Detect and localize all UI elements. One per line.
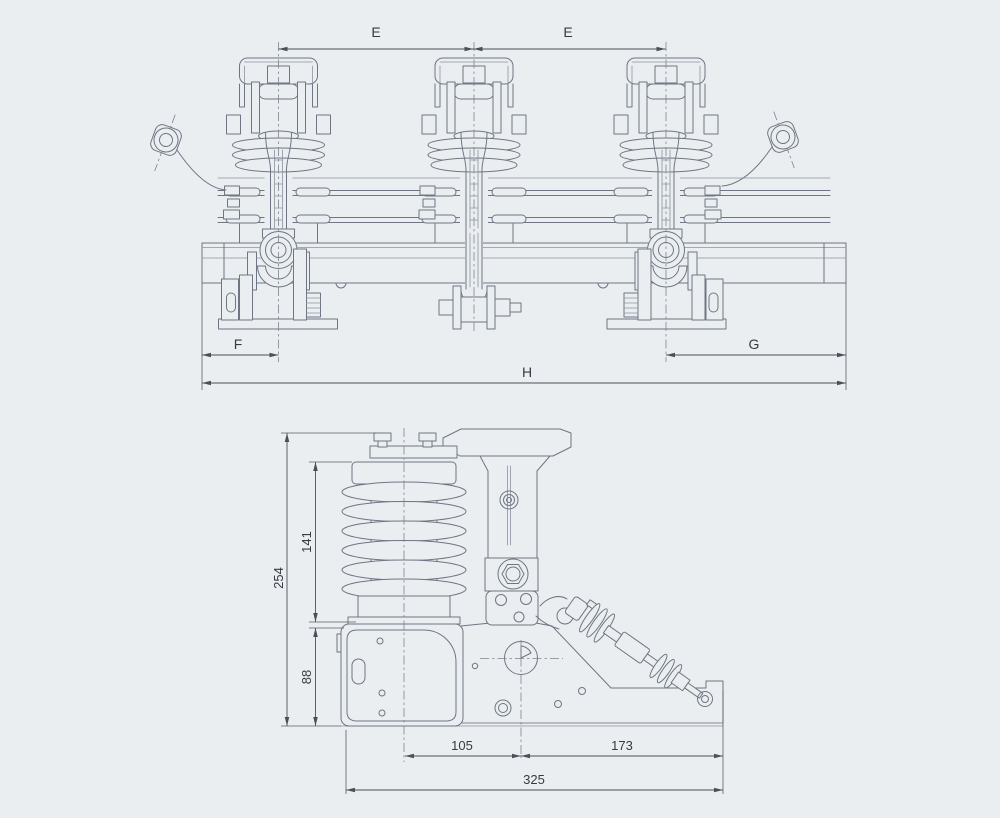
pivot-and-holes [471,640,586,758]
dim-label-254: 254 [271,567,286,589]
drive-disc [578,603,601,633]
mechanism-box [336,623,464,727]
top-beam-and-arm [442,428,572,559]
dim-label-e-right: E [563,24,572,40]
frame-hole [471,662,479,670]
top-plate [369,445,458,459]
channel-end-plates [223,242,825,284]
extension-lines [281,432,724,794]
dim-e-left: E [278,24,474,52]
frame-hole [554,700,562,708]
frame-hole [578,687,586,695]
dim-label-173: 173 [611,738,633,753]
support-drops [239,223,706,249]
right-eyelet [760,106,808,174]
box-slot-hole [351,658,366,685]
box-outline [340,623,464,727]
link-hole [495,594,507,606]
flexible-connectors [141,106,808,191]
arm-bolt [499,490,519,510]
dim-173: 173 [521,738,723,759]
clevis-bolt [494,298,511,317]
drive-end-rod [684,682,704,699]
channel-drain-notches [335,282,609,289]
drive-linkage [484,557,713,707]
top-bolt-head [373,432,392,442]
link-hole [513,611,525,623]
side-view-dimensions: 254 141 88 105 [271,432,724,794]
dim-325: 325 [346,772,723,793]
extension-lines [201,283,847,390]
pole-1 [218,42,338,362]
hex-bolt [501,564,525,584]
drive-disc [586,608,608,638]
dim-label-f: F [234,336,243,352]
frame-side-plate [460,619,724,724]
right-connector-wire [721,146,773,187]
left-connector-wire [176,149,227,191]
dim-h: H [202,364,846,386]
dim-254: 254 [271,433,290,726]
dim-141: 141 [299,462,318,622]
dim-label-88: 88 [299,670,314,684]
dim-e-right: E [473,24,666,52]
clevis-plate-left [452,285,462,330]
link-hole [520,593,532,605]
toggle-links [535,596,568,630]
box-hole [376,637,384,645]
hex-bolt-outer [497,558,529,590]
left-eyelet [141,109,189,177]
front-view-dimensions: E E F G [201,24,847,390]
interpole-tie-rods [217,177,831,249]
top-beam [442,428,572,457]
drive-disc [656,658,675,684]
drive-clevis [564,596,589,621]
drive-disc [649,653,668,679]
side-view: 254 141 88 105 [271,428,724,794]
dim-105: 105 [405,738,521,759]
clevis-bolt-tip [509,302,522,313]
dim-label-105: 105 [451,738,473,753]
dim-label-g: G [749,336,760,352]
box-hole [378,709,386,717]
hex-bolt-block [484,557,539,592]
end-bearing [697,691,713,707]
dim-label-h: H [522,364,532,380]
top-terminal-assembly [369,432,458,459]
link-plate [485,590,539,626]
clevis-nut [438,299,454,316]
dim-label-141: 141 [299,531,314,553]
clevis-plate-right [486,285,496,330]
box-hole [378,689,386,697]
pole-3 [606,42,727,362]
top-bolt-neck [377,440,388,448]
top-bolt-head [418,432,437,442]
box-inner-outline [346,629,457,722]
drive-insulator [564,596,704,699]
dim-88: 88 [299,628,318,726]
dim-f: F [202,336,279,358]
dim-label-e-left: E [371,24,380,40]
dim-label-325: 325 [523,772,545,787]
front-view: E E F G [141,24,847,390]
pole-2 [418,42,527,334]
dim-g: G [666,336,846,358]
top-bolt-neck [422,440,433,448]
frame-bolt [494,699,512,717]
